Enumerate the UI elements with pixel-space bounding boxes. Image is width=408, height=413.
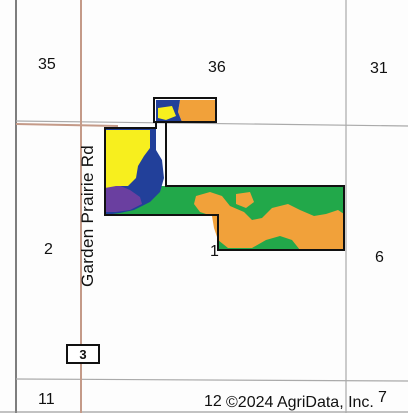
- soil-zone-yellow-north: [158, 106, 176, 120]
- route-shield: 3: [66, 344, 100, 364]
- soil-zone-orange-north: [178, 100, 216, 122]
- copyright-notice: ©2024 AgriData, Inc.: [226, 394, 374, 411]
- section-label-36: 36: [208, 59, 226, 76]
- field-boundary: [104, 97, 345, 251]
- section-label-1: 1: [210, 243, 219, 260]
- section-label-11: 11: [38, 391, 55, 408]
- soil-zone-orange-spot: [236, 192, 254, 208]
- soil-zone-yellow: [105, 130, 150, 188]
- section-label-12: 12: [204, 393, 222, 410]
- soil-zone-orange-east: [194, 192, 344, 250]
- section-label-35: 35: [38, 56, 56, 73]
- section-label-2: 2: [44, 241, 53, 258]
- road-east-west: [15, 123, 119, 127]
- soil-zone-purple: [105, 185, 142, 212]
- section-label-7: 7: [378, 389, 387, 406]
- section-label-31: 31: [370, 60, 388, 77]
- road-label: Garden Prairie Rd: [78, 144, 97, 288]
- section-label-6: 6: [375, 249, 384, 266]
- section-line-horizontal-south: [15, 378, 408, 382]
